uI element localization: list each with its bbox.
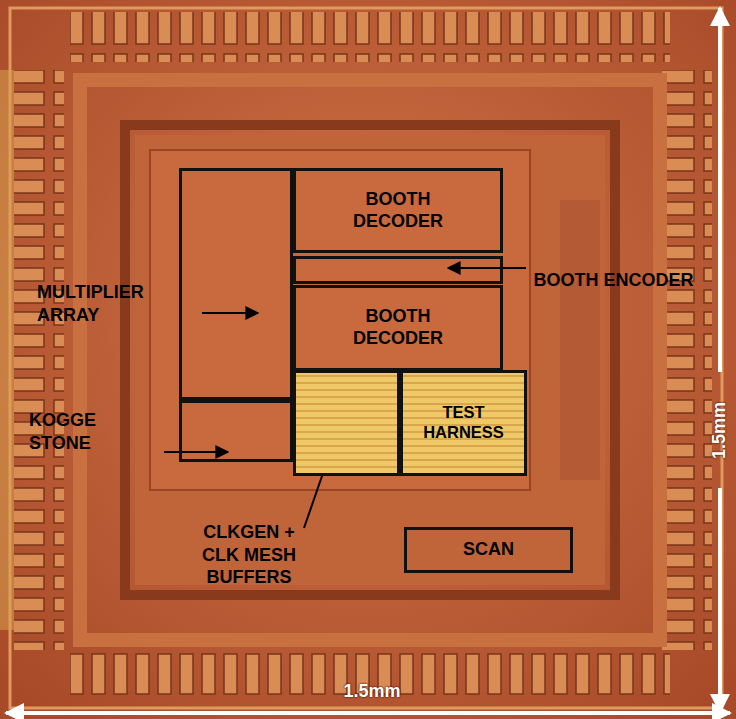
block-label: CLKGEN + CLK MESH BUFFERS [193,521,305,589]
leader-arrow [202,312,258,314]
chip-block: KOGGE STONE [179,400,293,462]
block-label: BOOTH ENCODER [531,269,696,292]
dimension-arrow [6,711,730,715]
chip-block: SCAN [404,527,573,573]
leader-arrow [448,267,526,269]
chip-block: BOOTH DECODER [293,168,503,253]
dimension-label: 1.5mm [343,681,400,702]
chip-block: CLKGEN + CLK MESH BUFFERS [293,370,400,476]
leader-arrow [164,451,228,453]
chip-block: TEST HARNESS [400,370,527,476]
block-label: BOOTH DECODER [338,189,458,232]
dimension-label: 1.5mm [709,401,730,458]
block-label: MULTIPLIER ARRAY [37,281,197,326]
dimension-arrow [718,8,722,372]
block-label: KOGGE STONE [29,409,159,454]
chip-block: BOOTH DECODER [293,285,503,371]
block-label: SCAN [463,539,514,561]
block-label: TEST HARNESS [405,403,523,443]
chip-block: MULTIPLIER ARRAY [179,168,293,400]
dimension-arrow [718,488,722,712]
chip-block: BOOTH ENCODER [293,256,503,284]
block-label: BOOTH DECODER [338,306,458,349]
